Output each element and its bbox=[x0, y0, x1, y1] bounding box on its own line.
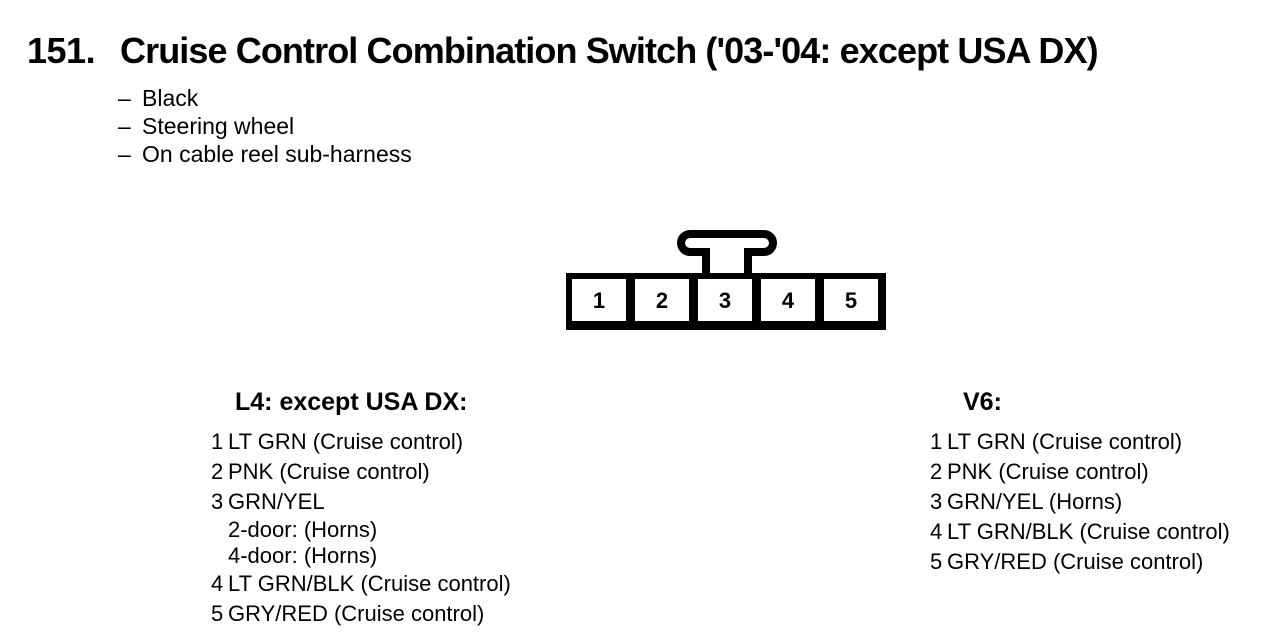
pin-row: 3 GRN/YEL (Horns) bbox=[930, 487, 1230, 517]
wire-description: GRN/YEL bbox=[228, 489, 325, 514]
pin-number-label: 2 bbox=[211, 459, 224, 484]
connector-diagram: 1 2 3 4 5 bbox=[566, 230, 886, 330]
note-text: Black bbox=[142, 85, 199, 111]
wire-description: LT GRN (Cruise control) bbox=[947, 429, 1183, 454]
note-text: On cable reel sub-harness bbox=[142, 141, 412, 167]
wire-description: LT GRN (Cruise control) bbox=[228, 429, 464, 454]
wire-description: GRY/RED (Cruise control) bbox=[228, 601, 485, 626]
wire-description: 4-door: (Horns) bbox=[228, 543, 378, 568]
notes-list: – Black – Steering wheel – On cable reel… bbox=[118, 84, 412, 168]
note-text: Steering wheel bbox=[142, 113, 295, 139]
pin-list-l4: 1 LT GRN (Cruise control) 2 PNK (Cruise … bbox=[211, 427, 511, 629]
pin-row: 2 PNK (Cruise control) bbox=[211, 457, 511, 487]
pin-cavity-1 bbox=[572, 279, 626, 321]
pin-number-label: 1 bbox=[211, 429, 224, 454]
column-heading-v6: V6: bbox=[963, 388, 1002, 416]
bullet-dash: – bbox=[118, 141, 131, 167]
bullet-dash: – bbox=[118, 85, 131, 111]
pin-row: 1 LT GRN (Cruise control) bbox=[930, 427, 1230, 457]
wire-description: LT GRN/BLK (Cruise control) bbox=[228, 571, 511, 596]
pin-number-label: 5 bbox=[211, 601, 224, 626]
pin-row: 5 GRY/RED (Cruise control) bbox=[930, 547, 1230, 577]
connector-pin-number: 1 bbox=[593, 288, 605, 313]
connector-pin-number: 5 bbox=[845, 288, 857, 313]
pin-row: 1 LT GRN (Cruise control) bbox=[211, 427, 511, 457]
pin-number-label: 3 bbox=[211, 489, 224, 514]
pin-cavity-3 bbox=[698, 279, 752, 321]
wire-description: LT GRN/BLK (Cruise control) bbox=[947, 519, 1230, 544]
pin-row: 2 PNK (Cruise control) bbox=[930, 457, 1230, 487]
pin-number-label: 1 bbox=[930, 429, 943, 454]
pin-row: 4 LT GRN/BLK (Cruise control) bbox=[930, 517, 1230, 547]
pin-cavity-2 bbox=[635, 279, 689, 321]
column-heading-l4: L4: except USA DX: bbox=[235, 388, 468, 416]
bullet-dash: – bbox=[118, 113, 131, 139]
pin-row-subnote: 2-door: (Horns) bbox=[211, 517, 511, 543]
pin-cavity-5 bbox=[824, 279, 878, 321]
pin-row: 4 LT GRN/BLK (Cruise control) bbox=[211, 569, 511, 599]
item-number: 151. bbox=[27, 30, 96, 71]
pin-row: 3 GRN/YEL bbox=[211, 487, 511, 517]
pin-list-v6: 1 LT GRN (Cruise control) 2 PNK (Cruise … bbox=[930, 427, 1230, 577]
note-line: – Black bbox=[118, 84, 412, 112]
pin-row: 5 GRY/RED (Cruise control) bbox=[211, 599, 511, 629]
pin-number-label: 4 bbox=[930, 519, 943, 544]
pin-row-subnote: 4-door: (Horns) bbox=[211, 543, 511, 569]
connector-pin-number: 2 bbox=[656, 288, 668, 313]
page-title: Cruise Control Combination Switch ('03-'… bbox=[120, 30, 1099, 71]
wire-description: GRN/YEL (Horns) bbox=[947, 489, 1123, 514]
connector-pin-number: 4 bbox=[782, 288, 795, 313]
pin-number-label: 5 bbox=[930, 549, 943, 574]
pin-number-label: 2 bbox=[930, 459, 943, 484]
note-line: – Steering wheel bbox=[118, 112, 412, 140]
wire-description: PNK (Cruise control) bbox=[228, 459, 430, 484]
connector-pin-number: 3 bbox=[719, 288, 731, 313]
wire-description: PNK (Cruise control) bbox=[947, 459, 1149, 484]
pin-number-label: 3 bbox=[930, 489, 943, 514]
wire-description: GRY/RED (Cruise control) bbox=[947, 549, 1204, 574]
pin-number-label: 4 bbox=[211, 571, 224, 596]
wire-description: 2-door: (Horns) bbox=[228, 517, 378, 542]
pin-cavity-4 bbox=[761, 279, 815, 321]
note-line: – On cable reel sub-harness bbox=[118, 140, 412, 168]
